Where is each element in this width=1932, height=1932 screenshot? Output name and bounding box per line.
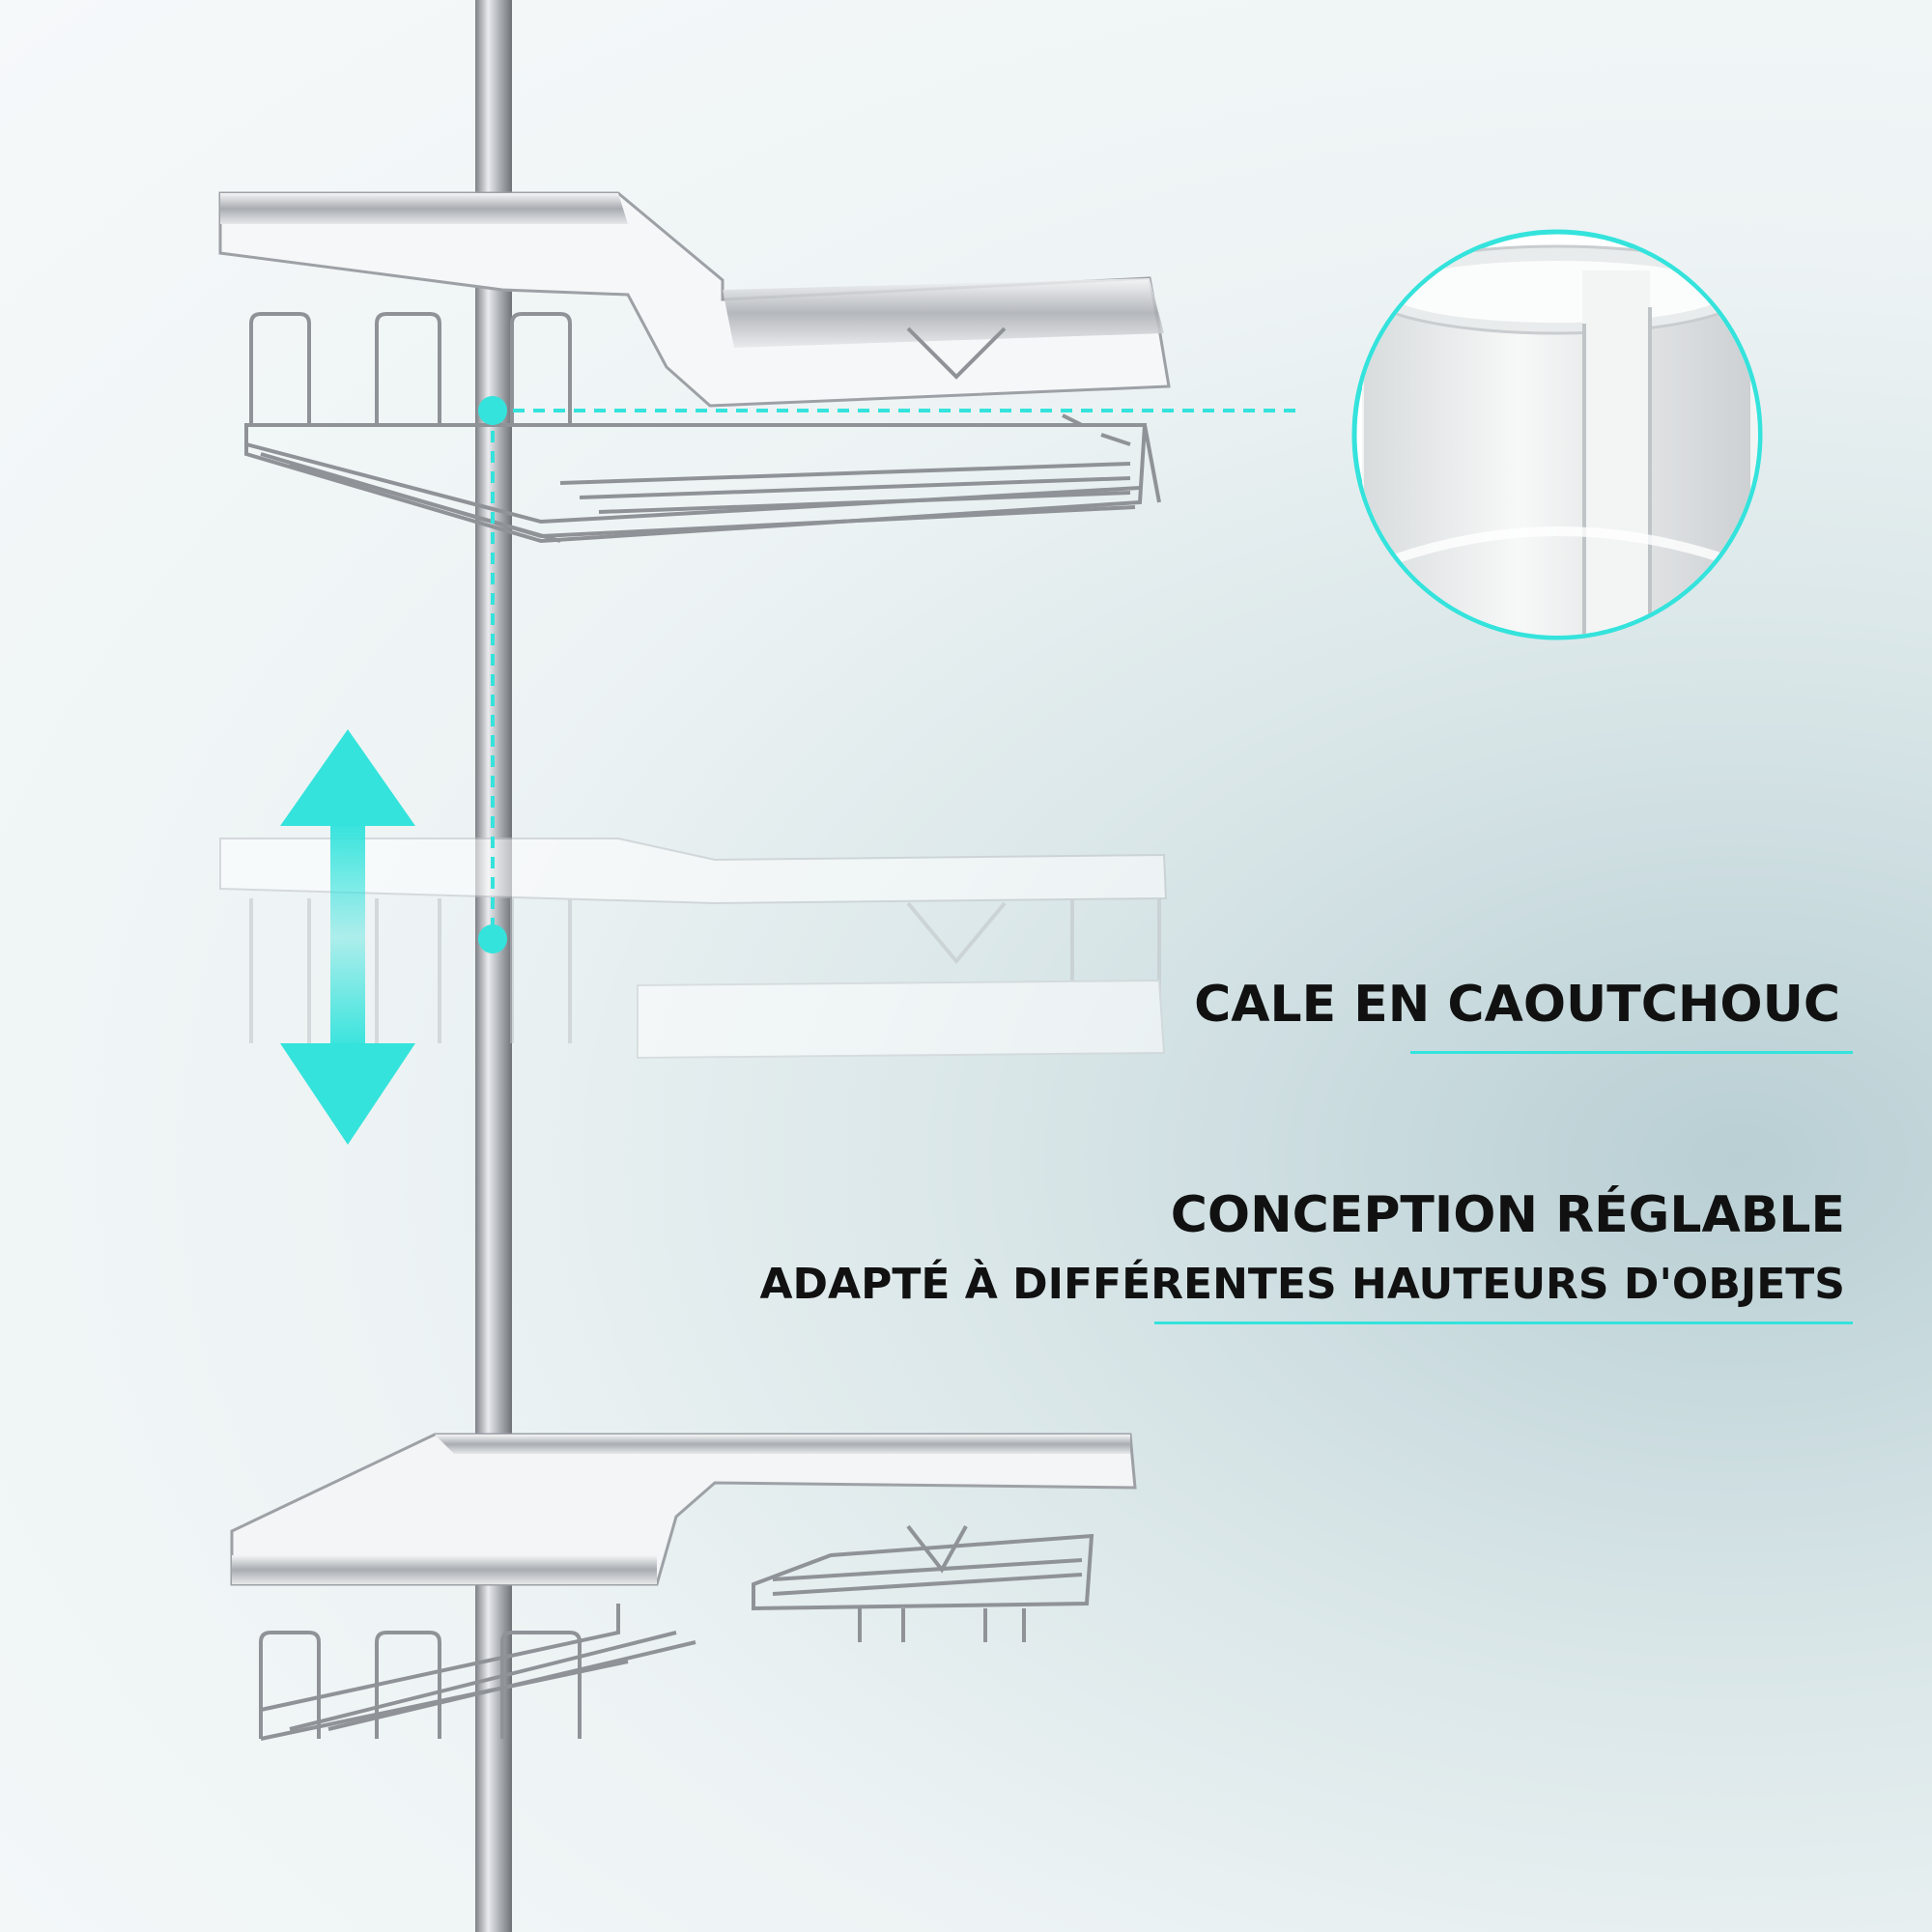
rubber-pad-label: CALE EN CAOUTCHOUC [1194,976,1840,1034]
adjustable-design-title: CONCEPTION RÉGLABLE [1170,1186,1845,1244]
callout-connector [491,409,1299,937]
adjustable-design-subtitle: ADAPTÉ À DIFFÉRENTES HAUTEURS D'OBJETS [759,1260,1845,1309]
rubber-sleeve-icon [1362,244,1758,636]
anchor-dot-top [478,396,507,425]
anchor-dot-bottom [478,924,507,953]
rubber-sleeve-zoom [1351,229,1763,640]
rubber-pad-underline [1410,1051,1853,1054]
middle-shelf-ghost [219,838,1168,1060]
adjustable-design-underline [1154,1321,1853,1324]
tension-pole [475,0,512,1932]
top-shelf [218,191,1171,544]
bottom-shelf [230,1433,1137,1741]
double-arrow-vertical-icon [280,729,415,1145]
